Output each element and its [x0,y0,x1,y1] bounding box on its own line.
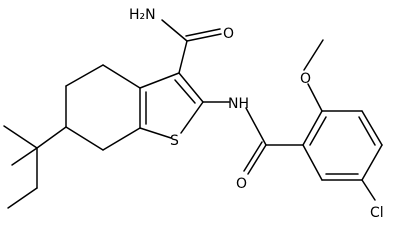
label-s: S [170,133,179,149]
label-nh2: H₂N [129,7,156,23]
bond-cq-me1 [3,125,38,149]
bond-c3a-c4 [102,64,141,89]
bond-r1-r2-double [309,116,327,146]
bond-c3-amide-c [178,40,188,74]
bond-co-o [247,144,267,175]
label-o-amide2: O [236,176,247,192]
bond-c2-s [180,101,204,134]
bond-cq-me2 [11,147,38,166]
bond-o-me [303,39,324,71]
bond-r2-o [307,83,323,112]
bond-r3-r4-double [358,116,376,146]
molecule-drawing: H₂N O NH S O O Cl [3,7,384,221]
label-o-methoxy: O [300,71,311,87]
bond-r6-r1 [302,144,323,181]
bond-r5-cl [361,179,376,201]
bond-nh-co [245,107,267,146]
label-o-amide1: O [223,26,234,42]
bond-c3-c3a [139,72,180,89]
bond-r3-r4 [361,110,383,146]
bond-amide-c-o [186,33,222,42]
label-nh: NH [228,96,249,112]
bond-amide-c-o-double [185,28,221,37]
bonds [3,19,383,209]
bond-r1-r2 [302,110,323,146]
bond-c3-c2 [178,72,204,103]
atom-labels: H₂N O NH S O O Cl [129,7,384,221]
label-cl: Cl [370,205,384,221]
bond-c7-c7a [102,127,141,151]
bond-amide-c-n [161,19,188,42]
bond-r4-r5 [361,144,383,181]
bond-co-o-double [243,141,263,172]
bond-c4-c5 [65,64,104,87]
bond-ch2-ch3 [7,187,38,209]
bond-c6-cq [36,126,67,149]
bond-c3-c2-double [174,79,196,104]
bond-c6-c7 [65,126,104,151]
structure-canvas: H₂N O NH S O O Cl [3,7,384,221]
bond-s-c7a [139,127,172,139]
